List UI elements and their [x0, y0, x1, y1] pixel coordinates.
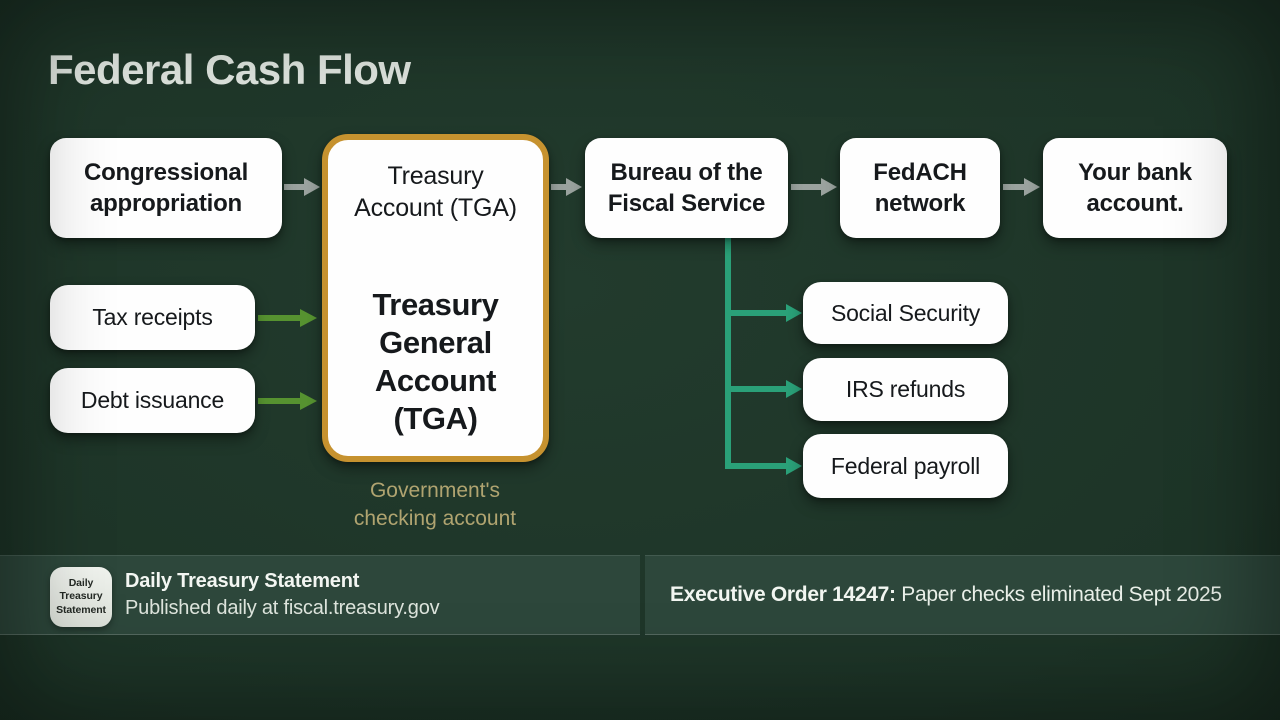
executive-order-label: Executive Order 14247:	[670, 583, 896, 606]
arrow-tga-to-bureau	[551, 178, 582, 196]
tga-top-label: Treasury Account (TGA)	[354, 162, 517, 222]
tga-main-label: Treasury General Account (TGA)	[372, 287, 499, 436]
node-debt-issuance: Debt issuance	[50, 368, 255, 433]
tga-caption: Government's checking account	[353, 479, 517, 530]
executive-order-detail: Paper checks eliminated Sept 2025	[895, 583, 1222, 606]
bureau-branch-tree	[725, 238, 802, 475]
node-irs-refunds: IRS refunds	[803, 358, 1008, 421]
page-title: Federal Cash Flow	[48, 46, 411, 93]
dts-badge-text: Daily Treasury Statement	[56, 577, 106, 616]
node-tax-receipts: Tax receipts	[50, 285, 255, 350]
executive-order-note: Executive Order 14247: Paper checks elim…	[670, 583, 1222, 607]
node-social-security: Social Security	[803, 282, 1008, 344]
daily-treasury-statement-badge-icon: Daily Treasury Statement	[50, 567, 112, 627]
dts-subtitle: Published daily at fiscal.treasury.gov	[125, 597, 440, 619]
arrow-congressional-to-tga	[284, 178, 320, 196]
node-your-bank-account: Your bank account.	[1043, 138, 1227, 238]
node-treasury-general-account: Treasury Account (TGA) Treasury General …	[322, 134, 549, 462]
footer-right-panel: Executive Order 14247: Paper checks elim…	[645, 555, 1280, 635]
node-bureau-fiscal-service: Bureau of the Fiscal Service	[585, 138, 788, 238]
arrow-fedach-to-bank	[1003, 178, 1040, 196]
node-congressional-appropriation: Congressional appropriation	[50, 138, 282, 238]
arrow-bureau-to-fedach	[791, 178, 837, 196]
arrow-tax-to-tga	[258, 309, 317, 327]
footer-left-panel: Daily Treasury Statement	[0, 555, 640, 635]
dts-title: Daily Treasury Statement	[125, 570, 360, 592]
node-fedach-network: FedACH network	[840, 138, 1000, 238]
arrow-debt-to-tga	[258, 392, 317, 410]
node-federal-payroll: Federal payroll	[803, 434, 1008, 498]
